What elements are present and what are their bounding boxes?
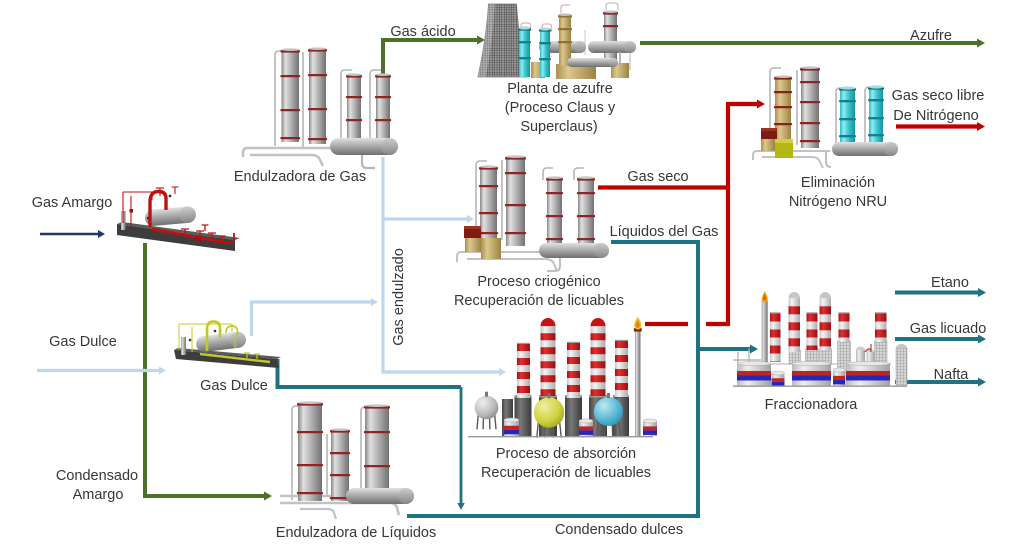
svg-text:Recuperación de licuables: Recuperación de licuables: [454, 293, 624, 309]
svg-text:Condensado: Condensado: [56, 468, 138, 484]
svg-text:Gas seco: Gas seco: [627, 169, 688, 185]
svg-text:Superclaus): Superclaus): [520, 119, 597, 135]
svg-text:Gas Amargo: Gas Amargo: [32, 195, 113, 211]
svg-text:Nafta: Nafta: [934, 367, 970, 383]
svg-text:Endulzadora de Líquidos: Endulzadora de Líquidos: [276, 525, 436, 541]
svg-text:Líquidos del Gas: Líquidos del Gas: [610, 224, 719, 240]
svg-text:Condensado dulces: Condensado dulces: [555, 522, 683, 538]
svg-text:Gas ácido: Gas ácido: [390, 24, 455, 40]
svg-text:Proceso de absorción: Proceso de absorción: [496, 446, 636, 462]
svg-text:Eliminación: Eliminación: [801, 175, 875, 191]
svg-text:Gas licuado: Gas licuado: [910, 321, 987, 337]
svg-text:Recuperación de licuables: Recuperación de licuables: [481, 465, 651, 481]
svg-text:Fraccionadora: Fraccionadora: [765, 397, 859, 413]
svg-text:Gas Dulce: Gas Dulce: [49, 334, 117, 350]
svg-text:Nitrógeno NRU: Nitrógeno NRU: [789, 194, 887, 210]
svg-text:Etano: Etano: [931, 275, 969, 291]
svg-text:(Proceso Claus y: (Proceso Claus y: [505, 100, 616, 116]
svg-text:Planta de azufre: Planta de azufre: [507, 81, 613, 97]
svg-text:Amargo: Amargo: [73, 487, 124, 503]
svg-text:Gas Dulce: Gas Dulce: [200, 378, 268, 394]
svg-text:Endulzadora de Gas: Endulzadora de Gas: [234, 169, 366, 185]
svg-text:Proceso criogénico: Proceso criogénico: [477, 274, 600, 290]
svg-text:De Nitrógeno: De Nitrógeno: [893, 108, 978, 124]
svg-text:Gas endulzado: Gas endulzado: [391, 248, 407, 346]
svg-text:Azufre: Azufre: [910, 28, 952, 44]
svg-text:Gas seco libre: Gas seco libre: [892, 88, 985, 104]
